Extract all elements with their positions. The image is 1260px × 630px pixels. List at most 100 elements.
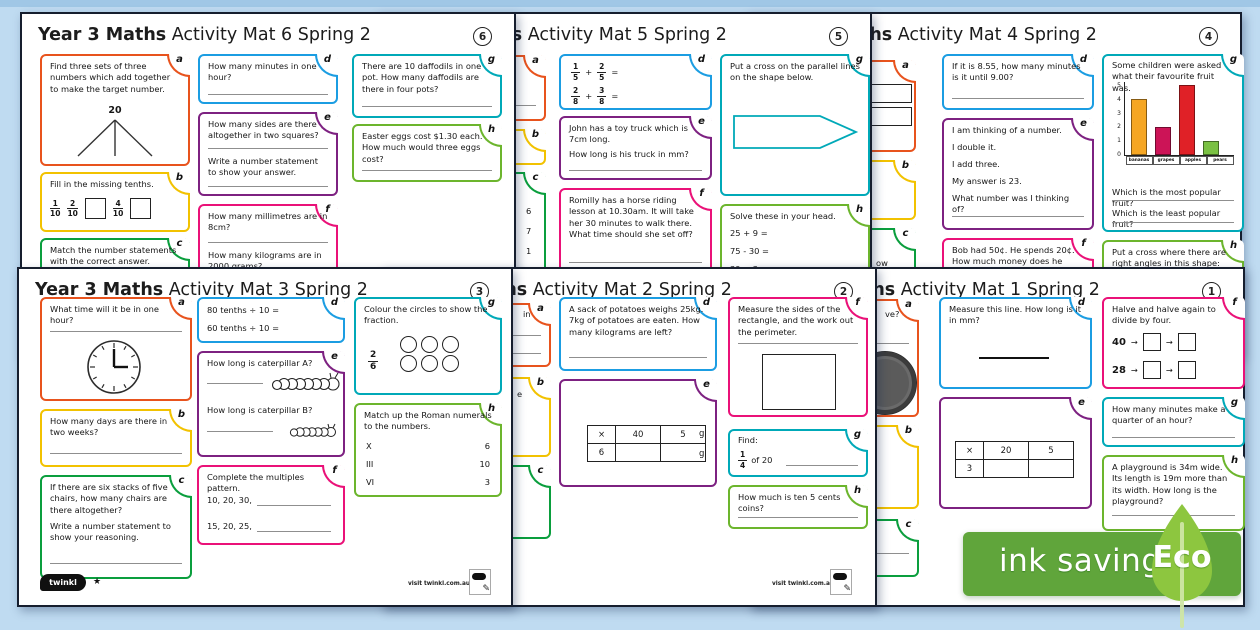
question-text: How long is caterpillar A? xyxy=(207,358,313,368)
page-title-rest: Activity Mat 4 Spring 2 xyxy=(892,25,1097,45)
answer-box xyxy=(1177,333,1196,351)
caterpillar-b-icon xyxy=(289,423,336,437)
card-label-d: d xyxy=(689,54,712,77)
mat2-card-h: h How much is ten 5 cents coins? xyxy=(728,485,868,529)
roman-numeral: X xyxy=(366,441,372,451)
question-text: Romilly has a horse riding lesson at 10.… xyxy=(569,195,694,240)
question-text: Solve these in your head. xyxy=(730,211,836,221)
answer-line xyxy=(362,106,492,107)
mat-number-badge: 6 xyxy=(473,27,492,46)
question-text: Halve and halve again to divide by four. xyxy=(1112,304,1216,326)
rectangle-shape xyxy=(762,354,836,410)
answer-value: 7 xyxy=(526,226,532,236)
arrow-icon: → xyxy=(1165,365,1173,375)
answer-box xyxy=(130,198,152,219)
mat6-card-g: g There are 10 daffodils in one pot. How… xyxy=(352,54,502,118)
question-text: Write a number statement to show your an… xyxy=(208,156,318,178)
mat4-card-e: e I am thinking of a number. I double it… xyxy=(942,118,1094,230)
mat3-card-a: a What time will it be in one hour? xyxy=(40,297,192,401)
chart-bar-pears xyxy=(1203,141,1219,155)
question-text: How much is ten 5 cents coins? xyxy=(738,492,841,514)
sum-text: 80 tenths ÷ 10 = xyxy=(207,305,280,315)
card-label-c: c xyxy=(528,465,551,488)
star-icon: ★ xyxy=(93,577,102,587)
mat-number-badge: 5 xyxy=(829,27,848,46)
twinkl-cloud-icon xyxy=(472,573,486,580)
mat6-card-d: d How many minutes in one hour? xyxy=(198,54,338,104)
card-label-e: e xyxy=(1069,397,1092,420)
answer-value: 6 xyxy=(526,206,532,216)
sum-text: 60 tenths ÷ 10 = xyxy=(207,323,280,333)
question-text: Which is the least popular fruit? xyxy=(1112,208,1221,230)
twinkl-logo: twinkl xyxy=(40,574,86,591)
clipped-text-fragment: ow xyxy=(876,258,888,268)
answer-line xyxy=(569,357,707,358)
halving-row: 40 → → xyxy=(1112,333,1196,351)
answer-line xyxy=(569,262,702,263)
clipped-text-fragment: e xyxy=(517,389,523,399)
arrow-icon: → xyxy=(1165,337,1173,347)
chart-category-label: grapes xyxy=(1152,156,1180,165)
answer-line xyxy=(207,431,273,432)
circle-shape xyxy=(442,336,459,353)
circle-shape xyxy=(442,355,459,372)
question-text: Find three sets of three numbers which a… xyxy=(50,61,171,94)
mat1-card-f: f Halve and halve again to divide by fou… xyxy=(1102,297,1245,389)
card-label-a: a xyxy=(528,303,551,326)
page-title: Year 3 Maths Activity Mat 6 Spring 2 xyxy=(38,25,371,45)
mat-number-badge: 4 xyxy=(1199,27,1218,46)
answer-line xyxy=(208,94,328,95)
chart-category-label: bananas xyxy=(1125,156,1153,165)
question-text: Easter eggs cost $1.30 each. How much wo… xyxy=(362,131,483,164)
question-text: Colour the circles to show the fraction. xyxy=(364,304,488,326)
answer-line xyxy=(208,242,328,243)
question-text: A playground is 34m wide. Its length is … xyxy=(1112,462,1228,507)
of-20-text: of 20 xyxy=(751,455,773,465)
mat3-card-b: b How many days are there in two weeks? xyxy=(40,409,192,467)
answer-line xyxy=(50,331,182,332)
mat6-card-e: e How many sides are there altogether in… xyxy=(198,112,338,196)
question-text: A sack of potatoes weighs 25kg. 7kg of p… xyxy=(569,304,704,337)
answer-line xyxy=(1112,437,1235,438)
page-title-bold: Year 3 Maths xyxy=(38,25,167,45)
mat3-card-h: h Match up the Roman numerals to the num… xyxy=(354,403,502,497)
answer-line xyxy=(1112,200,1234,201)
page-title-bold: Year 3 Maths xyxy=(35,280,164,300)
page-title-rest: Activity Mat 3 Spring 2 xyxy=(163,280,368,300)
answer-line xyxy=(362,170,492,171)
question-text: How many sides are there altogether in t… xyxy=(208,119,319,141)
roman-numeral: VI xyxy=(366,477,375,487)
question-text: I am thinking of a number. xyxy=(952,125,1062,135)
question-text: Fill in the missing tenths. xyxy=(50,179,154,189)
fraction-circles xyxy=(398,335,468,373)
answer-line xyxy=(208,186,328,187)
circle-shape xyxy=(421,336,438,353)
answer-box xyxy=(1177,361,1196,379)
answer-line xyxy=(257,505,331,506)
question-text: John has a toy truck which is 7cm long. xyxy=(569,123,688,145)
question-text: I add three. xyxy=(952,159,1000,169)
window-top-bar xyxy=(0,0,1260,7)
mat1-card-g: g How many minutes make a quarter of an … xyxy=(1102,397,1245,447)
answer-line xyxy=(50,453,182,454)
visit-url-text: visit twinkl.com.au xyxy=(772,581,834,587)
answer-line xyxy=(207,383,263,384)
question-text: How many minutes in one hour? xyxy=(208,61,317,83)
card-label-b: b xyxy=(896,425,919,448)
mat5-card-e: e John has a toy truck which is 7cm long… xyxy=(559,116,712,180)
question-text: How long is his truck in mm? xyxy=(569,149,689,159)
answer-line xyxy=(257,531,331,532)
halving-row: 28 → → xyxy=(1112,361,1196,379)
clock-icon xyxy=(87,340,141,394)
question-text: Match up the Roman numerals to the numbe… xyxy=(364,410,492,432)
question-text: How many millimetres are in 8cm? xyxy=(208,211,328,233)
card-label-a: a xyxy=(523,55,546,78)
pattern-text: 15, 20, 25, xyxy=(207,521,252,531)
number-fan-diagram xyxy=(77,119,153,157)
twinkl-mini-logo: ✎ xyxy=(830,569,852,595)
answer-line xyxy=(738,517,858,518)
